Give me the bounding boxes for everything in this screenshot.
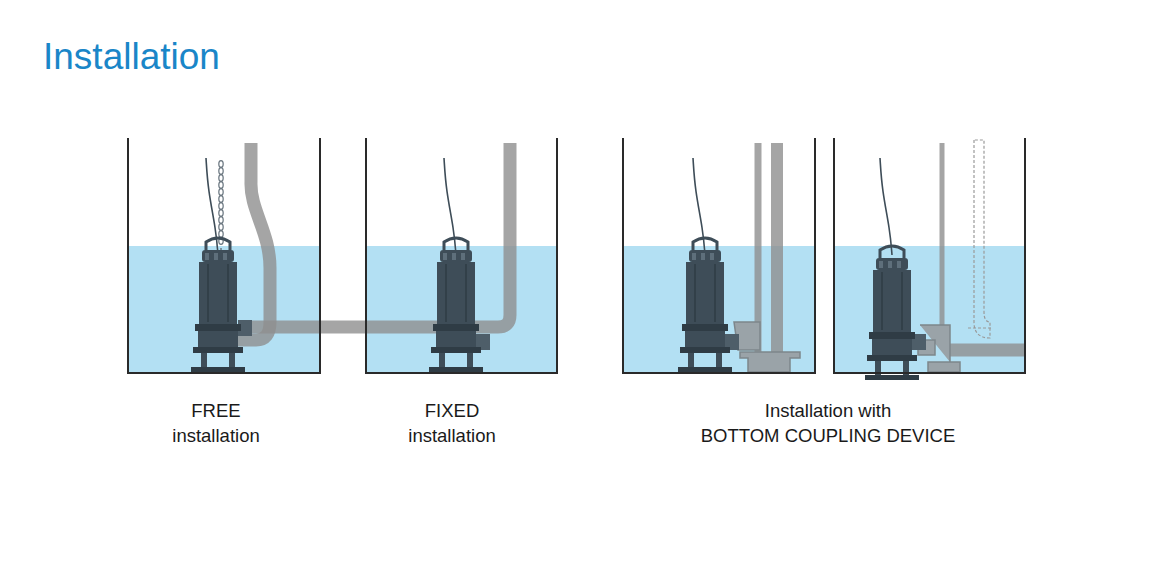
- lifting-chain: [219, 175, 223, 182]
- lifting-chain: [219, 168, 223, 175]
- lifting-chain: [219, 182, 223, 189]
- tank-wall: [834, 138, 1025, 373]
- lifting-chain: [219, 210, 223, 217]
- lifting-chain: [219, 231, 223, 238]
- coupling-device: [734, 322, 800, 372]
- discharge-pipe: [948, 344, 1025, 357]
- page-title: Installation: [43, 36, 220, 78]
- installation-caption: FIXEDinstallation: [408, 398, 495, 448]
- lifting-chain: [219, 224, 223, 231]
- lifting-chain: [219, 189, 223, 196]
- installation-caption: Installation withBOTTOM COUPLING DEVICE: [701, 398, 956, 448]
- pump-symbol: [678, 238, 732, 372]
- discharge-pipe: [940, 143, 945, 335]
- tank-wall: [366, 138, 557, 373]
- pump-symbol: [865, 246, 919, 380]
- lifting-chain: [219, 217, 223, 224]
- discharge-pipe: [238, 143, 270, 340]
- water: [834, 246, 1025, 373]
- pump-symbol: [429, 238, 483, 372]
- lifting-chain: [219, 203, 223, 210]
- power-cable: [880, 158, 892, 255]
- lifted-pipe-outline: [968, 327, 992, 328]
- pump-symbol: [191, 238, 245, 372]
- lifting-chain: [219, 161, 223, 168]
- lifting-chain: [219, 196, 223, 203]
- tank-wall: [623, 138, 815, 373]
- tank-wall: [128, 138, 320, 373]
- lifted-pipe-outline: [974, 140, 990, 338]
- discharge-pipe: [771, 143, 783, 358]
- installation-caption: FREEinstallation: [172, 398, 259, 448]
- discharge-pipe: [755, 143, 762, 352]
